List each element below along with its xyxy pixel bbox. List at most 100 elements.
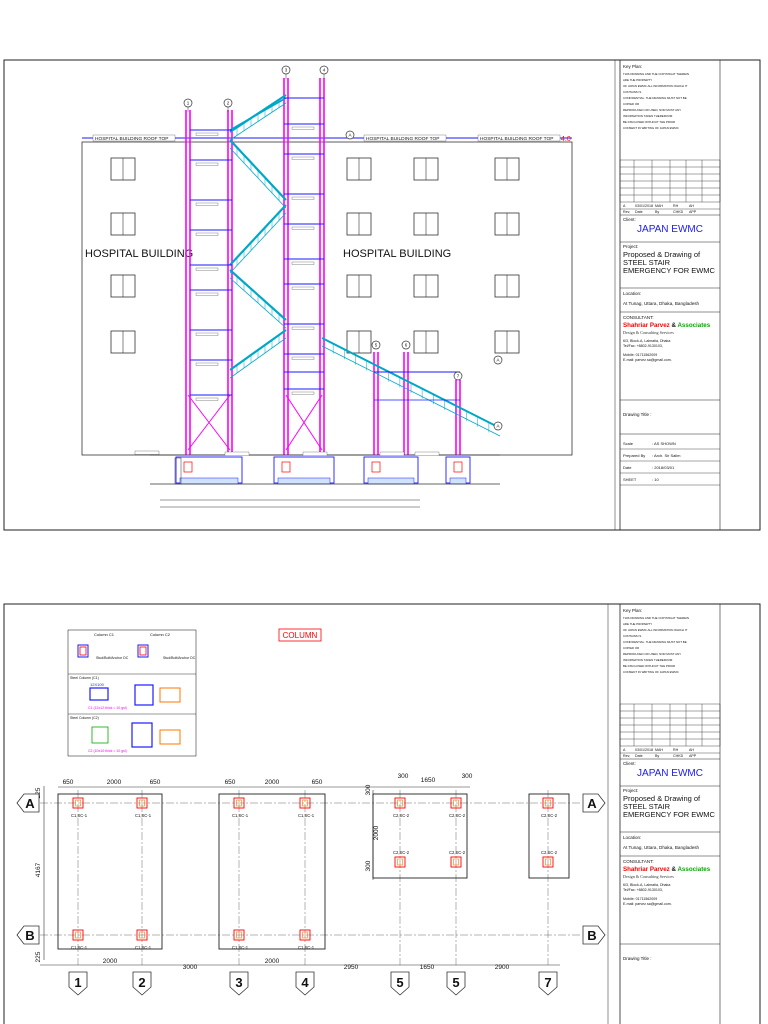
column-marker-c2 (394, 797, 406, 809)
axis-bubble-label: 1 (74, 975, 81, 990)
axis-bubble-label: 4 (301, 975, 309, 990)
axis-bubble-column (132, 971, 152, 996)
column-marker-core (545, 799, 551, 807)
column-marker-core (139, 931, 145, 939)
axis-bubble-label: A (25, 796, 35, 811)
level-tag (195, 162, 219, 166)
legend-plate (159, 729, 181, 745)
consultant-label: CONSULTANT: (623, 315, 654, 320)
roof-level-tag: 4.0 (561, 136, 571, 143)
legend-note-1: Stud/Bolt/Anchor DC (96, 656, 129, 660)
legal-note: CONTAINS IS (623, 90, 641, 94)
dimension-top: 1650 (421, 777, 436, 784)
column-marker-core (453, 858, 459, 866)
meta-value: : Arch. Sir Salim (652, 453, 681, 458)
footing-detail (281, 461, 291, 473)
grid-bubble-side (345, 130, 355, 140)
stair-landings (190, 97, 460, 401)
consultant-name: Shahriar Parvez & Associates (623, 322, 711, 329)
axis-bubble-column (68, 971, 88, 996)
axis-bubble-label: 7 (544, 975, 551, 990)
footing-label-box (134, 450, 160, 455)
grid-bubble-label: 2 (227, 101, 230, 106)
legend-section-inner (139, 646, 147, 656)
grid-bubble-label: 3 (285, 68, 288, 73)
rev-value: 03/01/2018 (635, 748, 653, 752)
legend-section-inner (79, 646, 87, 656)
project-line: EMERGENCY FOR EWMC (623, 810, 716, 819)
axis-bubble-row (16, 925, 40, 945)
project-line: Proposed & Drawing of (623, 794, 701, 803)
rev-value: A (623, 204, 626, 208)
footing-base (277, 477, 331, 485)
legal-note: CONSENT IN WRITING OF JAPAN EWMC (623, 126, 679, 130)
level-tag (291, 126, 315, 130)
footing-base (449, 477, 467, 485)
legend-note-2: Stud/Bolt/Anchor DC (163, 656, 196, 660)
footings (134, 450, 471, 485)
roof-label: HOSPITAL BUILDING ROOF TOP (480, 136, 553, 142)
dimension-bottom: 2950 (344, 964, 359, 971)
legal-note: CONFIDENTIAL. THE DRAWING MUST NOT BE (623, 640, 687, 644)
legal-note: CONTAINS IS (623, 634, 641, 638)
dimension-inner: 2000 (373, 825, 380, 840)
column-tag: C2,SC-2 (393, 850, 410, 855)
level-tag (291, 286, 315, 290)
rev-header: By (655, 754, 659, 758)
axis-bubble-row (582, 925, 606, 945)
column-marker-core (453, 799, 459, 807)
column-tag: C2,SC-2 (541, 850, 558, 855)
meta-value: : AS SHOWN (652, 441, 676, 446)
footing-label-box (379, 451, 405, 456)
legend-section-box (137, 644, 149, 658)
column-tag: C2,SC-2 (541, 813, 558, 818)
meta-value: : 2018/03/01 (652, 465, 675, 470)
axis-bubble-column (229, 971, 249, 996)
rev-header: By (655, 210, 659, 214)
rev-value: RH (673, 748, 679, 752)
dimension-bottom: 2000 (103, 958, 118, 965)
column-marker-c2 (394, 856, 406, 868)
column-marker-core (545, 858, 551, 866)
drawing-title-label: Drawing Title : (623, 412, 652, 417)
dimension-bottom: 2900 (495, 964, 510, 971)
column-marker-c1 (233, 929, 245, 941)
title-block-sheet-1: Key Plan:THIS DRAWING AND THE COPYRIGHT … (619, 60, 721, 530)
building-label-left: HOSPITAL BUILDING (85, 248, 193, 260)
column-title: COLUMN (283, 631, 318, 640)
roof-label-box (92, 134, 176, 142)
consultant-contact: Mobile: 01711562009 (623, 897, 657, 901)
legal-note: INFORMATION TAKEN THEREFROM (623, 114, 673, 118)
rev-header: APP (689, 754, 697, 758)
level-tag (291, 356, 315, 360)
column-tag: C1,SC-1 (298, 813, 315, 818)
consultant-address: Tel/Fax: +8802-9130103, (623, 344, 663, 348)
grid-bubble (453, 371, 463, 381)
axis-bubble-label: B (25, 928, 34, 943)
legend-plate (159, 687, 181, 703)
consultant-amp: & (670, 866, 678, 873)
legend-section-1: Steel Column (C1) (70, 676, 99, 680)
column-marker-c1 (136, 929, 148, 941)
legal-note: REPRODUCED OR USED, NOR MUST ANY (623, 652, 681, 656)
project-label: Project: (623, 788, 638, 793)
rev-value: AH (689, 204, 694, 208)
grid-bubble (371, 340, 381, 350)
column-marker-core (397, 799, 403, 807)
consultant-contact: E-mail: parvez.sa@gmail.com. (623, 358, 672, 362)
legend-cap-1: Column C1 (94, 632, 115, 637)
legend-section-2: Steel Column (C2) (70, 716, 99, 720)
column-marker-core (236, 799, 242, 807)
dimension-bottom: 2000 (265, 958, 280, 965)
legal-note: REPRODUCED OR USED, NOR MUST ANY (623, 108, 681, 112)
consultant-associates: Associates (677, 322, 710, 329)
legal-note: CONSENT IN WRITING OF JAPAN EWMC (623, 670, 679, 674)
dimension-top: 650 (150, 779, 161, 786)
axis-bubble-label: 3 (235, 975, 242, 990)
legend-column-section (89, 687, 109, 701)
